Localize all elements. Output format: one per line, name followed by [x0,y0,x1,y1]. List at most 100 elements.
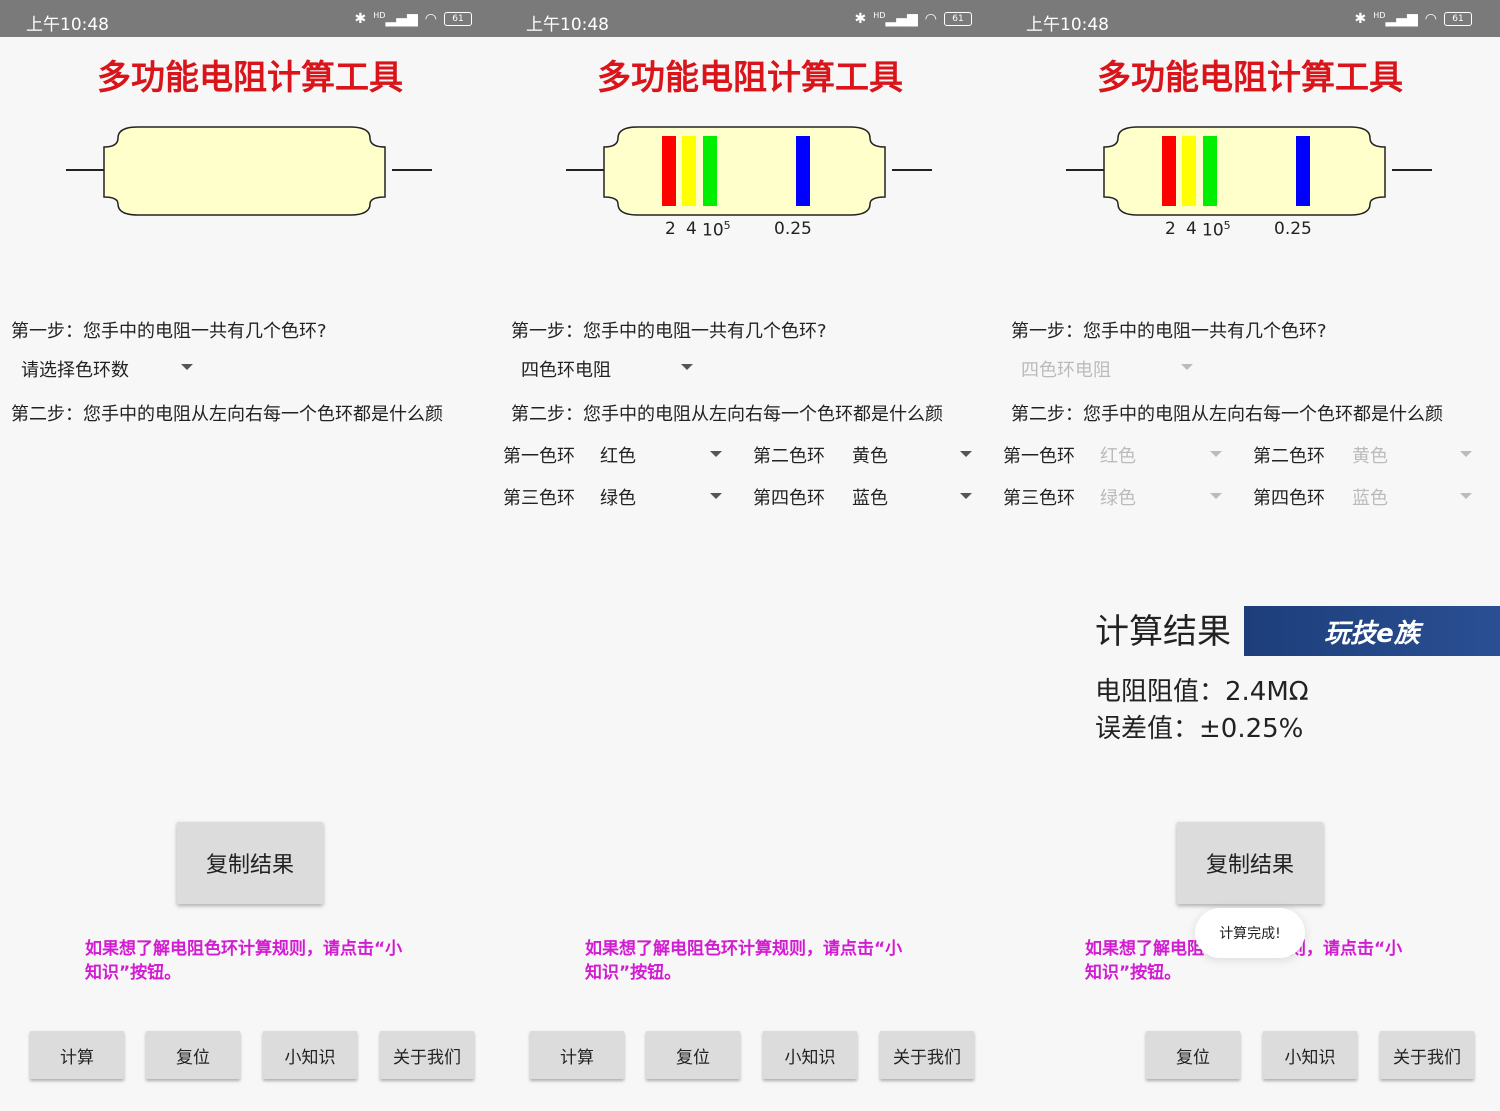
chevron-down-icon [181,364,193,370]
resistor-body [1103,126,1386,216]
signal-icon: HD▂▄▆ [873,11,918,27]
app-title: 多功能电阻计算工具 [597,58,903,98]
band-2-label: 第二色环 [753,446,825,467]
status-bar: 上午10:48 ✱ HD▂▄▆ ◠ 61 [500,0,1000,37]
screen-result: 上午10:48 ✱ HD▂▄▆ ◠ 61 多功能电阻计算工具 2 4 105 0… [1000,0,1500,1111]
band-4-value: 0.25 [774,219,812,239]
band-1 [1162,136,1176,206]
hint-text: 如果想了解电阻色环计算规则，请点击“小知识”按钮。 [585,939,903,983]
step2-label: 第二步：您手中的电阻从左向右每一个色环都是什么颜 [511,404,943,425]
band-3-label: 第三色环 [503,488,575,509]
band-2-value: 4 [686,219,697,239]
chevron-down-icon [1210,451,1222,457]
status-time: 上午10:48 [26,15,109,35]
step2-label: 第二步：您手中的电阻从左向右每一个色环都是什么颜 [11,404,443,425]
ring-count-value: 四色环电阻 [1021,360,1111,381]
band-3 [1203,136,1217,206]
ring-count-select[interactable]: 四色环电阻 [521,356,696,382]
band-4-select: 蓝色 [1352,484,1477,510]
tips-button[interactable]: 小知识 [1263,1031,1357,1079]
battery-icon: 61 [1444,12,1472,26]
band-2 [682,136,696,206]
band-3-select: 绿色 [1100,484,1225,510]
watermark-logo: 玩技e族 [1244,606,1500,656]
tips-button[interactable]: 小知识 [263,1031,357,1079]
band-4-value: 0.25 [1274,219,1312,239]
step2-label: 第二步：您手中的电阻从左向右每一个色环都是什么颜 [1011,404,1443,425]
about-button[interactable]: 关于我们 [880,1031,974,1079]
reset-button[interactable]: 复位 [646,1031,740,1079]
battery-icon: 61 [944,12,972,26]
band-2-value: 4 [1186,219,1197,239]
bluetooth-icon: ✱ [854,11,867,27]
screen-initial: 上午10:48 ✱ HD▂▄▆ ◠ 61 多功能电阻计算工具 第一步：您手中的电… [0,0,500,1111]
ring-count-select: 四色环电阻 [1021,356,1196,382]
band-1 [662,136,676,206]
toast-message: 计算完成! [1195,908,1305,958]
band-1-select: 红色 [1100,442,1225,468]
step1-label: 第一步：您手中的电阻一共有几个色环? [11,321,327,342]
resistor-body [603,126,886,216]
band-1-value: 2 [665,219,676,239]
tolerance-value: 误差值：±0.25% [1095,714,1304,744]
wifi-icon: ◠ [1424,11,1437,27]
about-button[interactable]: 关于我们 [380,1031,474,1079]
status-bar: 上午10:48 ✱ HD▂▄▆ ◠ 61 [0,0,500,37]
chevron-down-icon [1460,493,1472,499]
ring-count-select[interactable]: 请选择色环数 [21,356,196,382]
bluetooth-icon: ✱ [354,11,367,27]
band-3-label: 第三色环 [1003,488,1075,509]
about-button[interactable]: 关于我们 [1380,1031,1474,1079]
band-1-select[interactable]: 红色 [600,442,725,468]
hint-text: 如果想了解电阻色环计算规则，请点击“小知识”按钮。 [85,939,403,983]
band-4-select[interactable]: 蓝色 [852,484,977,510]
status-time: 上午10:48 [526,15,609,35]
app-title: 多功能电阻计算工具 [97,58,403,98]
resistor-body [103,126,386,216]
ring-count-value: 请选择色环数 [21,360,129,381]
wifi-icon: ◠ [424,11,437,27]
chevron-down-icon [710,451,722,457]
status-time: 上午10:48 [1026,15,1109,35]
signal-icon: HD▂▄▆ [373,11,418,27]
chevron-down-icon [960,451,972,457]
chevron-down-icon [1210,493,1222,499]
chevron-down-icon [710,493,722,499]
resistance-value: 电阻阻值：2.4MΩ [1095,677,1309,707]
status-bar: 上午10:48 ✱ HD▂▄▆ ◠ 61 [1000,0,1500,37]
calc-button[interactable]: 计算 [530,1031,624,1079]
step1-label: 第一步：您手中的电阻一共有几个色环? [511,321,827,342]
chevron-down-icon [1460,451,1472,457]
signal-icon: HD▂▄▆ [1373,11,1418,27]
chevron-down-icon [1181,364,1193,370]
band-1-value: 2 [1165,219,1176,239]
reset-button[interactable]: 复位 [146,1031,240,1079]
wifi-icon: ◠ [924,11,937,27]
resistor-diagram [66,126,432,216]
band-4 [1296,136,1310,206]
band-3-value: 105 [1202,219,1231,241]
chevron-down-icon [681,364,693,370]
band-4-label: 第四色环 [753,488,825,509]
battery-icon: 61 [444,12,472,26]
reset-button[interactable]: 复位 [1146,1031,1240,1079]
band-2 [1182,136,1196,206]
copy-result-button[interactable]: 复制结果 [177,822,323,904]
band-3-select[interactable]: 绿色 [600,484,725,510]
band-2-label: 第二色环 [1253,446,1325,467]
copy-result-button[interactable]: 复制结果 [1177,822,1323,904]
tips-button[interactable]: 小知识 [763,1031,857,1079]
band-3 [703,136,717,206]
band-2-select[interactable]: 黄色 [852,442,977,468]
band-4 [796,136,810,206]
result-title: 计算结果 [1095,612,1231,652]
chevron-down-icon [960,493,972,499]
screen-selected: 上午10:48 ✱ HD▂▄▆ ◠ 61 多功能电阻计算工具 2 4 105 0… [500,0,1000,1111]
band-2-select: 黄色 [1352,442,1477,468]
band-1-label: 第一色环 [1003,446,1075,467]
calc-button[interactable]: 计算 [30,1031,124,1079]
ring-count-value: 四色环电阻 [521,360,611,381]
step1-label: 第一步：您手中的电阻一共有几个色环? [1011,321,1327,342]
band-3-value: 105 [702,219,731,241]
bluetooth-icon: ✱ [1354,11,1367,27]
